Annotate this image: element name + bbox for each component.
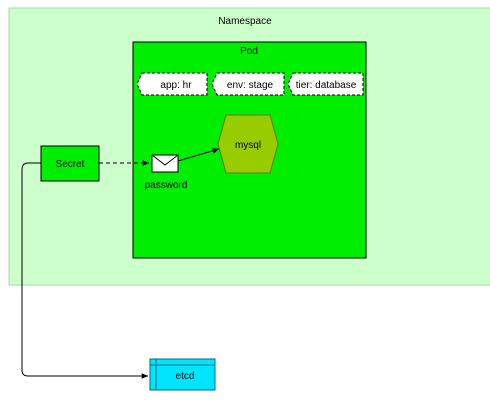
label-tag-shape[interactable] [211,72,285,96]
label-tag-tier[interactable]: tier: database [287,72,364,96]
secret-to-etcd-connector[interactable] [21,162,148,379]
label-tag-app[interactable]: app: hr [136,72,208,96]
pod-label: Pod [240,46,258,57]
label-tag-shape[interactable] [136,72,208,96]
label-tag-env[interactable]: env: stage [211,72,285,96]
password-node[interactable]: password [145,154,188,191]
password-to-mysql-connector[interactable] [177,148,220,162]
label-tag-shape[interactable] [287,72,364,96]
etcd-box[interactable] [149,358,216,391]
namespace-label: Namespace [218,16,272,27]
etcd-label: etcd [176,371,195,382]
secret-node[interactable]: Secret [40,145,100,182]
mysql-node[interactable]: mysql [217,114,279,174]
etcd-node[interactable]: etcd [149,358,216,391]
secret-label: Secret [56,159,85,170]
label-tag-text: tier: database [296,80,357,91]
label-tag-text: env: stage [227,80,274,91]
envelope-icon[interactable] [151,154,179,173]
mysql-hexagon[interactable] [217,114,279,174]
label-tag-text: app: hr [160,80,192,91]
mysql-label: mysql [235,140,261,151]
password-label: password [145,180,188,191]
